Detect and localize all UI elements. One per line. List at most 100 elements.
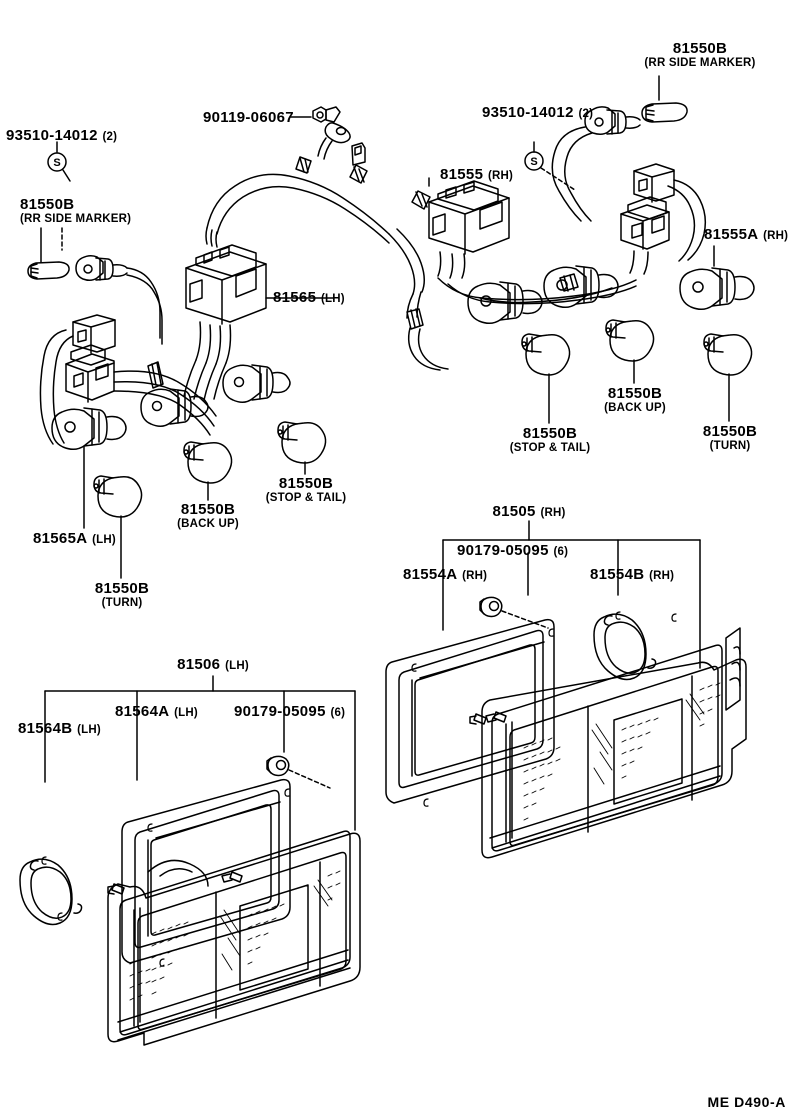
part-number: 81554B [590, 566, 645, 583]
trunk-descend-1 [388, 233, 416, 295]
bulb-socket-lh-a [51, 407, 127, 450]
screw-symbol-circle-lh [47, 152, 67, 172]
gasket-round-rh [593, 611, 677, 681]
lens-stipple-lh-mid [151, 921, 189, 995]
part-number: 81555 [440, 166, 484, 183]
harness-tape-lh [147, 361, 164, 389]
part-qualifier: (LH) [174, 707, 198, 719]
label-81550b-side-marker-rh: 81550B (RR SIDE MARKER) [620, 40, 780, 70]
tape-wrap-3 [411, 190, 431, 210]
lamp-lens-rh [469, 627, 747, 859]
label-81555-rh: 81555 (RH) [440, 166, 513, 183]
label-81550b-turn-rh: 81550B (TURN) [672, 423, 788, 453]
part-number: 90119-06067 [203, 109, 294, 126]
part-description: (STOP & TAIL) [509, 442, 591, 455]
part-description: (STOP & TAIL) [265, 492, 347, 505]
lens-stipple-rh-left [523, 737, 561, 821]
part-description: (BACK UP) [177, 518, 239, 531]
part-qualifier: (RH) [649, 570, 675, 582]
bulb-turn-rh [703, 333, 753, 376]
lamp-lens-lh [107, 830, 361, 1046]
center-harness [205, 106, 449, 371]
trunk-lower [216, 185, 390, 244]
label-81554a-rh: 81554A (RH) [403, 566, 487, 583]
lens-stipple-rh-center [621, 717, 659, 779]
part-number: 93510-14012 [6, 127, 98, 144]
wire-lh-main-1 [113, 370, 217, 417]
diagram-footer-code: ME D490-A [707, 1094, 786, 1110]
label-93510-14012-lh: 93510-14012 (2) [6, 127, 117, 144]
wire-lh-2 [126, 274, 163, 345]
connector-rh-mid [620, 196, 670, 275]
label-90119-06067: 90119-06067 [203, 109, 294, 126]
label-93510-14012-rh: 93510-14012 (2) [482, 104, 593, 121]
tape-wrap-4 [406, 308, 424, 330]
leader-screw-rh [540, 167, 576, 191]
wire-rh-3 [673, 179, 707, 261]
tape-wrap-2 [349, 164, 368, 184]
wedge-bulb-rh [641, 102, 688, 123]
part-qualifier: (RH) [487, 170, 514, 182]
screw-symbol-circle-rh [524, 151, 544, 171]
wire-lh-loop-2 [52, 335, 74, 444]
label-81564a-lh: 81564A (LH) [115, 703, 198, 720]
connector-81555 [428, 180, 510, 279]
bulb-socket-lh-b [140, 388, 209, 427]
nut-90179-lh [266, 755, 290, 777]
bulb-backup-rh [605, 319, 655, 362]
lens-stipple-lh-left [129, 958, 151, 1001]
wire-rh-1 [551, 126, 586, 222]
wire-lh-main-2 [113, 381, 215, 427]
wedge-bulb-lh [27, 261, 70, 280]
label-81506-lh: 81506 (LH) [143, 656, 283, 673]
part-number: 81565 [273, 289, 317, 306]
part-number: 81564B [18, 720, 73, 737]
label-90179-05095-lh: 90179-05095 (6) [234, 703, 345, 720]
wire-lh-1 [126, 267, 161, 339]
part-number: 90179-05095 [234, 703, 326, 720]
part-number: 81506 [177, 656, 221, 673]
leader-nut-rh-dashed [501, 610, 549, 629]
lamp-assembly-lh [19, 675, 361, 1046]
screw-symbol-letter-rh: S [530, 156, 537, 168]
part-number: 81550B [702, 423, 758, 440]
lens-stipple-lh-center [247, 903, 285, 965]
screw-symbol-letter-lh: S [53, 157, 60, 169]
part-description: (TURN) [709, 440, 751, 453]
lens-stipple-lh-right [327, 870, 341, 901]
bulb-stoptail-lh [277, 421, 327, 464]
part-qualifier: (RH) [763, 230, 789, 242]
part-number: 81555A [704, 226, 759, 243]
bulb-turn-lh [93, 475, 143, 518]
rh-harness-group [428, 75, 755, 324]
gasket-frame-rh [385, 618, 555, 807]
part-number: 81550B [522, 425, 578, 442]
label-81555a-rh: 81555A (RH) [704, 226, 788, 243]
label-81550b-side-marker-lh: 81550B (RR SIDE MARKER) [20, 196, 131, 226]
bulb-socket-rh-marker [584, 106, 641, 136]
label-81505-rh: 81505 (RH) [459, 503, 599, 520]
ground-eyelet [317, 122, 351, 160]
connector-81565 [183, 244, 267, 401]
part-number: 81550B [180, 501, 236, 518]
part-number: 81564A [115, 703, 170, 720]
part-number: 81550B [20, 196, 75, 213]
part-qualifier: (2) [578, 108, 594, 120]
lamp-assembly-rh [385, 520, 747, 859]
wire-lh-main-3 [113, 390, 211, 436]
trunk-to-rh [407, 327, 441, 371]
connector-rh-small [633, 163, 675, 203]
label-81550b-back-up-rh: 81550B (BACK UP) [575, 385, 695, 415]
part-qualifier: (2) [102, 131, 118, 143]
tape-wrap-1 [295, 156, 312, 174]
lens-stipple-rh-right [699, 682, 721, 727]
part-number: 81550B [278, 475, 334, 492]
part-qualifier: (RH) [540, 507, 566, 519]
tape-wrap-rh [559, 273, 579, 292]
gasket-frame-lh [121, 778, 291, 967]
part-number: 81550B [94, 580, 150, 597]
lh-harness-group [27, 106, 449, 529]
part-qualifier: (LH) [320, 293, 345, 305]
